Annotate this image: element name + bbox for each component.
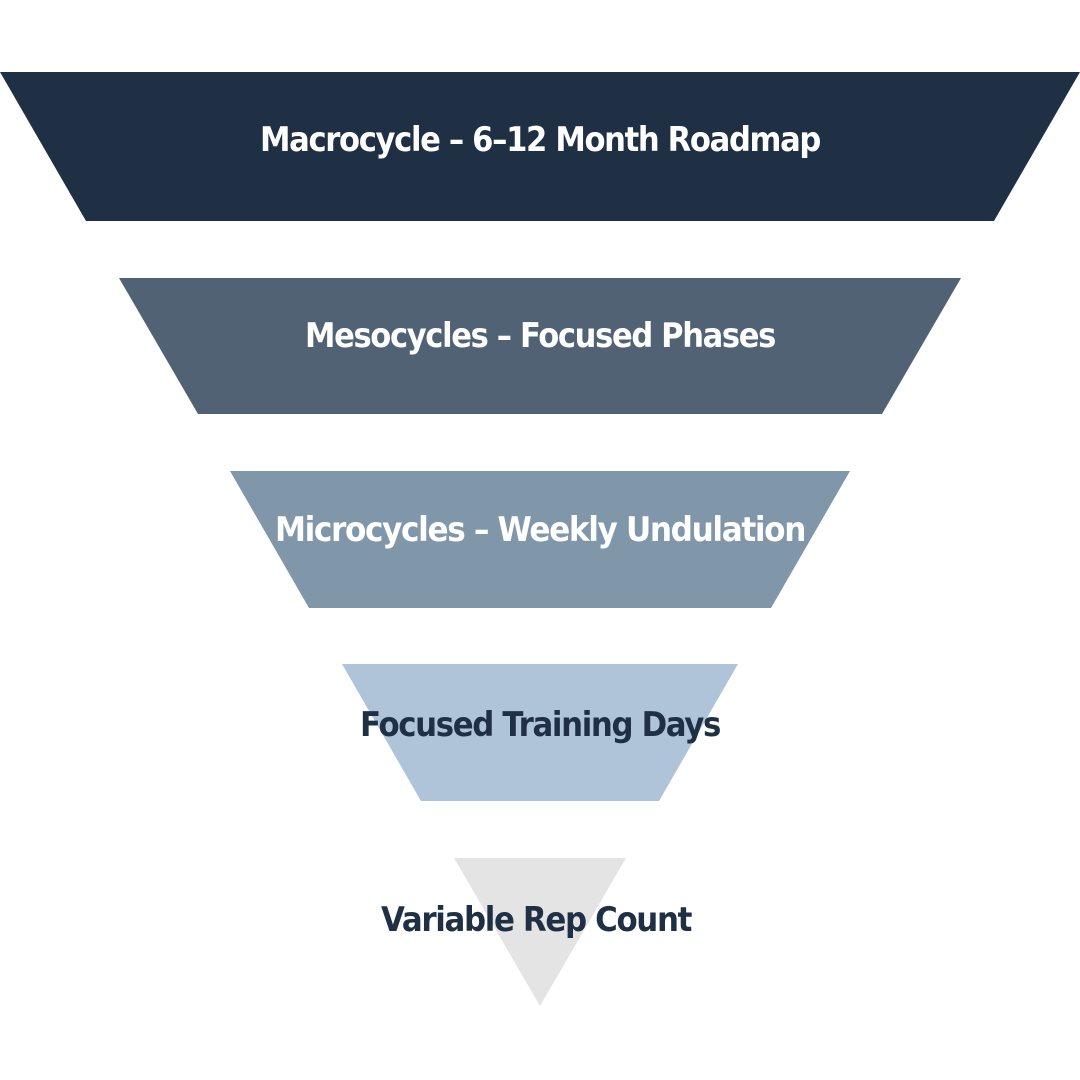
funnel-level-5-label: Variable Rep Count	[381, 900, 692, 940]
funnel-level-2-shape	[119, 278, 961, 414]
funnel-level-4-shape	[342, 664, 738, 801]
funnel-level-3-label: Microcycles – Weekly Undulation	[275, 510, 805, 550]
funnel-level-3-shape	[230, 471, 850, 608]
funnel-level-1: Macrocycle – 6–12 Month Roadmap	[0, 72, 1080, 221]
funnel-level-1-label: Macrocycle – 6–12 Month Roadmap	[260, 120, 820, 160]
funnel-level-4: Focused Training Days	[342, 664, 738, 801]
funnel-level-2: Mesocycles – Focused Phases	[119, 278, 961, 414]
funnel-level-3: Microcycles – Weekly Undulation	[230, 471, 850, 608]
funnel-level-2-label: Mesocycles – Focused Phases	[305, 316, 775, 356]
funnel-level-5: Variable Rep Count	[381, 858, 694, 1006]
funnel-level-4-label: Focused Training Days	[360, 705, 720, 745]
funnel-level-5-shape	[454, 858, 626, 1006]
funnel-level-1-shape	[0, 72, 1080, 221]
